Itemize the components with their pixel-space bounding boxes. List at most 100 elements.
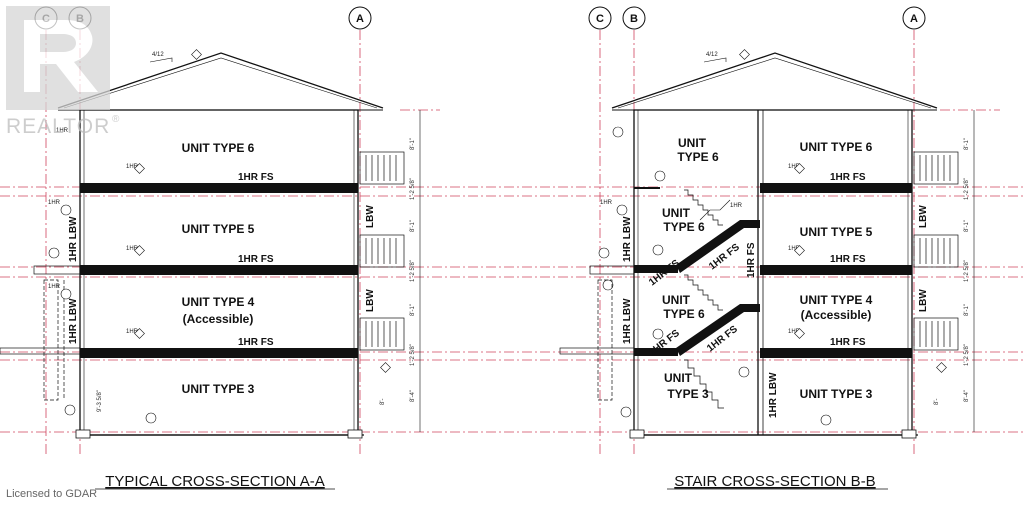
unit-label-accessible: (Accessible) — [801, 308, 872, 322]
svg-text:1'-2 5/8": 1'-2 5/8" — [964, 344, 970, 366]
unit-label-stair-low: UNIT — [662, 293, 691, 307]
unit-label-stair-ground: UNIT — [664, 371, 693, 385]
svg-text:1HR: 1HR — [126, 246, 139, 252]
unit-label-stair-mid: UNIT — [662, 206, 691, 220]
unit-label-type-3: UNIT TYPE 3 — [182, 382, 255, 396]
svg-text:8'-: 8'- — [934, 399, 940, 405]
slab-level-3 — [760, 265, 912, 275]
fire-separation-label: 1HR FS — [830, 172, 866, 183]
dimension-string-left-section: 8'-1" 1'-2 5/8" 8'-1" 1'-2 5/8" 8'-1" 1'… — [97, 110, 421, 432]
svg-text:1'-2 5/8": 1'-2 5/8" — [964, 260, 970, 282]
grid-bubble-b-right: B — [622, 6, 646, 30]
fire-separation-label: 1HR FS — [830, 254, 866, 265]
svg-text:1HR: 1HR — [730, 203, 743, 209]
svg-text:4/12: 4/12 — [152, 52, 164, 58]
svg-text:8'-4": 8'-4" — [964, 390, 970, 402]
svg-text:8'-1": 8'-1" — [410, 138, 416, 150]
left-deck — [559, 265, 635, 401]
unit-label-stair-top: UNIT — [678, 136, 707, 150]
unit-label-stair-ground: TYPE 3 — [667, 387, 709, 401]
bearing-wall-label: 1HR LBW — [68, 298, 79, 344]
svg-text:1'-2 5/8": 1'-2 5/8" — [410, 260, 416, 282]
realtor-logo-icon — [6, 6, 110, 110]
fire-rating-tags: 1HR 1HR 1HR 1HR 1HR 1HR — [48, 49, 391, 424]
registered-mark: ® — [112, 114, 120, 125]
svg-text:1'-2 5/8": 1'-2 5/8" — [410, 178, 416, 200]
fire-rating-tags: 1HR 1HR 1HR 1HR 1HR — [598, 49, 947, 426]
slab-level-2 — [80, 348, 358, 358]
grid-bubble-c-right: C — [588, 6, 612, 30]
balcony-railings-right-section — [913, 151, 959, 351]
bearing-wall-label: 1HR LBW — [622, 298, 633, 344]
svg-text:8'-: 8'- — [380, 399, 386, 405]
svg-text:9'-3 5/8": 9'-3 5/8" — [97, 390, 103, 412]
slab-level-4 — [80, 183, 358, 193]
unit-label-type-4: UNIT TYPE 4 — [182, 295, 255, 309]
fire-separation-label: 1HR FS — [238, 254, 274, 265]
unit-label-type-6: UNIT TYPE 6 — [182, 141, 255, 155]
unit-label-type-5: UNIT TYPE 5 — [182, 222, 255, 236]
balcony-railings-left-section — [359, 151, 405, 351]
svg-text:8'-1": 8'-1" — [964, 138, 970, 150]
svg-text:1'-2 5/8": 1'-2 5/8" — [410, 344, 416, 366]
realtor-wordmark: REALTOR — [6, 115, 110, 138]
bearing-wall-label: 1HR LBW — [768, 372, 779, 418]
license-footer: Licensed to GDAR — [6, 488, 97, 500]
fire-separation-label: 1HR FS — [238, 337, 274, 348]
slab-level-2 — [760, 348, 912, 358]
unit-label-type-5: UNIT TYPE 5 — [800, 225, 873, 239]
grid-bubble-a-left: A — [348, 6, 372, 30]
roof-outline — [57, 52, 384, 109]
left-deck — [0, 265, 81, 401]
svg-text:1HR: 1HR — [788, 329, 801, 335]
dimension-string-right-section: 8'-1" 1'-2 5/8" 8'-1" 1'-2 5/8" 8'-1" 1'… — [934, 110, 975, 432]
roof-outline — [611, 52, 938, 109]
bearing-wall-label: LBW — [918, 289, 929, 312]
slab-level-3 — [80, 265, 358, 275]
svg-text:B: B — [630, 13, 638, 25]
svg-text:1HR: 1HR — [48, 200, 61, 206]
svg-text:1HR: 1HR — [600, 200, 613, 206]
grid-bubble-a-right: A — [902, 6, 926, 30]
svg-text:1HR: 1HR — [788, 246, 801, 252]
bearing-wall-label: LBW — [918, 205, 929, 228]
unit-label-type-3: UNIT TYPE 3 — [800, 387, 873, 401]
unit-label-type-4: UNIT TYPE 4 — [800, 293, 873, 307]
svg-text:1HR: 1HR — [126, 164, 139, 170]
section-title-b-b: STAIR CROSS-SECTION B-B — [674, 473, 875, 490]
roof-pitch-note: 4/12 — [703, 52, 727, 63]
svg-text:8'-1": 8'-1" — [410, 304, 416, 316]
stair-flights — [676, 189, 760, 409]
svg-text:1HR: 1HR — [788, 164, 801, 170]
fire-separation-label: 1HR FS — [830, 337, 866, 348]
fire-separation-label: 1HR FS — [238, 172, 274, 183]
unit-label-accessible: (Accessible) — [183, 312, 254, 326]
svg-text:1HR: 1HR — [56, 128, 69, 134]
unit-label-stair-low: TYPE 6 — [663, 307, 705, 321]
svg-text:8'-1": 8'-1" — [964, 304, 970, 316]
svg-text:A: A — [356, 13, 364, 25]
svg-text:8'-4": 8'-4" — [410, 390, 416, 402]
bearing-wall-label: 1HR LBW — [622, 216, 633, 262]
bearing-wall-label: 1HR LBW — [68, 216, 79, 262]
unit-label-type-6: UNIT TYPE 6 — [800, 140, 873, 154]
svg-text:C: C — [596, 13, 604, 25]
svg-text:8'-1": 8'-1" — [964, 220, 970, 232]
slab-level-4 — [760, 183, 912, 193]
realtor-watermark: REALTOR ® — [6, 6, 120, 138]
svg-text:8'-1": 8'-1" — [410, 220, 416, 232]
svg-text:1'-2 5/8": 1'-2 5/8" — [964, 178, 970, 200]
svg-text:A: A — [910, 13, 918, 25]
right-section-drawing: C B A 4/12 — [559, 6, 975, 490]
bearing-wall-label: LBW — [365, 289, 376, 312]
roof-pitch-note: 4/12 — [149, 52, 173, 63]
svg-text:1HR: 1HR — [48, 284, 61, 290]
svg-text:1HR: 1HR — [126, 329, 139, 335]
stair-fire-separation-label: 1HR FS — [746, 242, 757, 278]
svg-text:4/12: 4/12 — [706, 52, 718, 58]
section-title-a-a: TYPICAL CROSS-SECTION A-A — [105, 473, 325, 490]
unit-label-stair-mid: TYPE 6 — [663, 220, 705, 234]
bearing-wall-label: LBW — [365, 205, 376, 228]
